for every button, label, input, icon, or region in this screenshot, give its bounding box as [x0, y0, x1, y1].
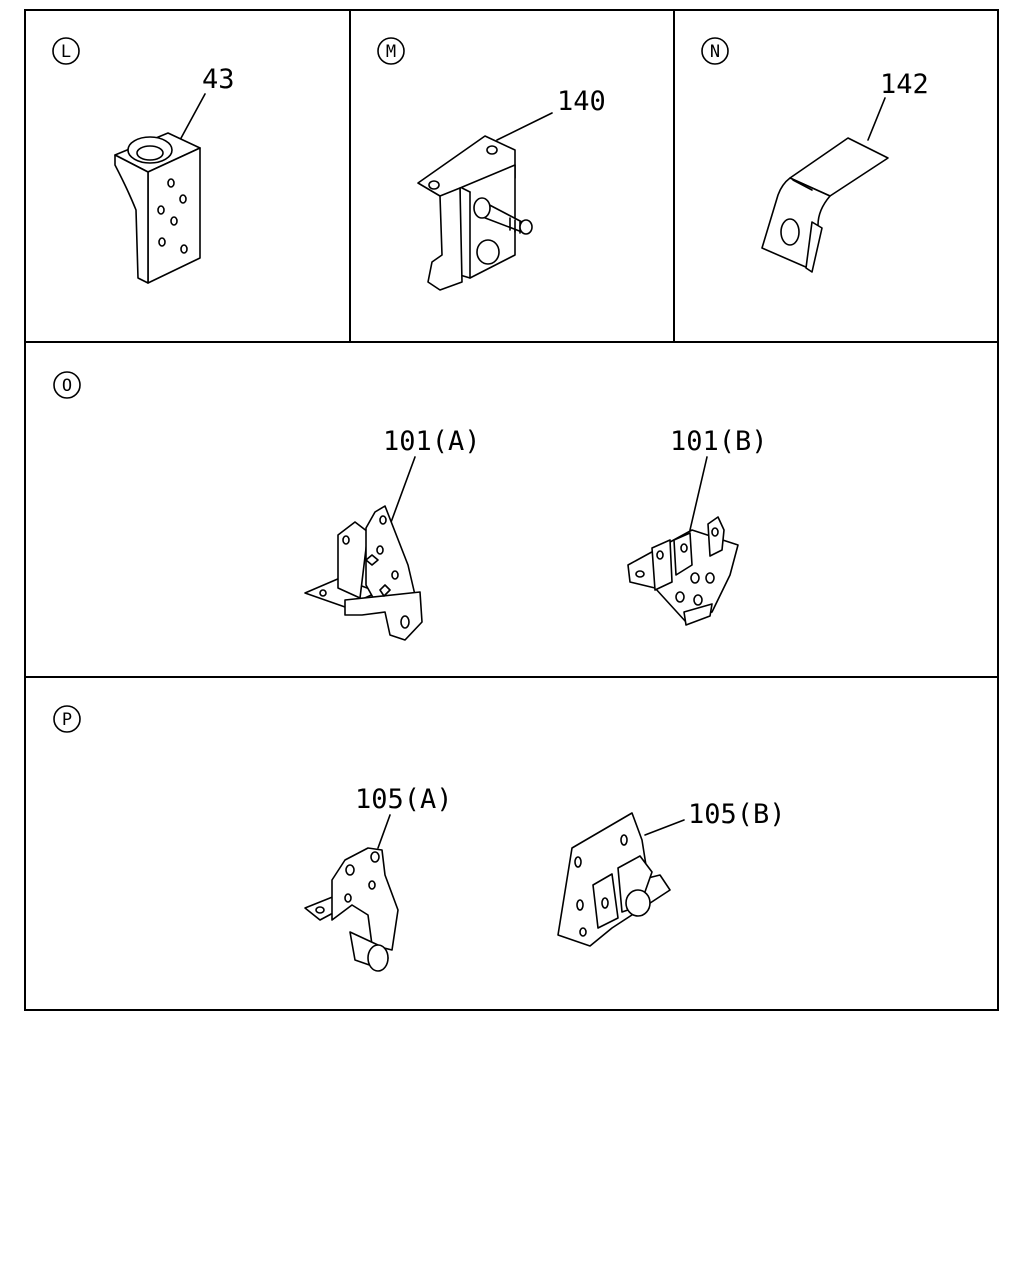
svg-text:L: L [61, 42, 71, 62]
part-101a-bracket [304, 505, 423, 641]
svg-text:M: M [386, 42, 396, 62]
section-n: N 142 [701, 37, 929, 273]
part-label-101a: 101(A) [383, 426, 481, 457]
svg-text:O: O [62, 376, 72, 396]
section-marker-n: N [701, 37, 729, 65]
part-label-140: 140 [557, 86, 606, 117]
part-label-142: 142 [880, 69, 929, 100]
section-marker-m: M [377, 37, 405, 65]
section-l: L 43 [52, 37, 235, 284]
section-marker-p: P [53, 705, 81, 733]
part-43-bracket [114, 132, 201, 284]
part-142-bracket [761, 137, 889, 273]
part-105b-bracket [557, 812, 671, 947]
section-marker-o: O [53, 371, 81, 399]
part-105a-bracket [304, 847, 399, 972]
section-p: P 105(A) 105(B) [53, 705, 786, 972]
part-label-101b: 101(B) [670, 426, 768, 457]
part-140-bracket [417, 135, 533, 291]
section-m: M 140 [377, 37, 606, 291]
svg-text:N: N [710, 42, 720, 62]
panel-grid [24, 9, 999, 1011]
section-marker-l: L [52, 37, 80, 65]
part-label-105a: 105(A) [355, 784, 453, 815]
part-label-43: 43 [202, 64, 235, 95]
section-o: O 101(A) 101(B) [53, 371, 768, 641]
part-label-105b: 105(B) [688, 799, 786, 830]
svg-text:P: P [62, 710, 72, 730]
part-101b-bracket [627, 516, 739, 626]
